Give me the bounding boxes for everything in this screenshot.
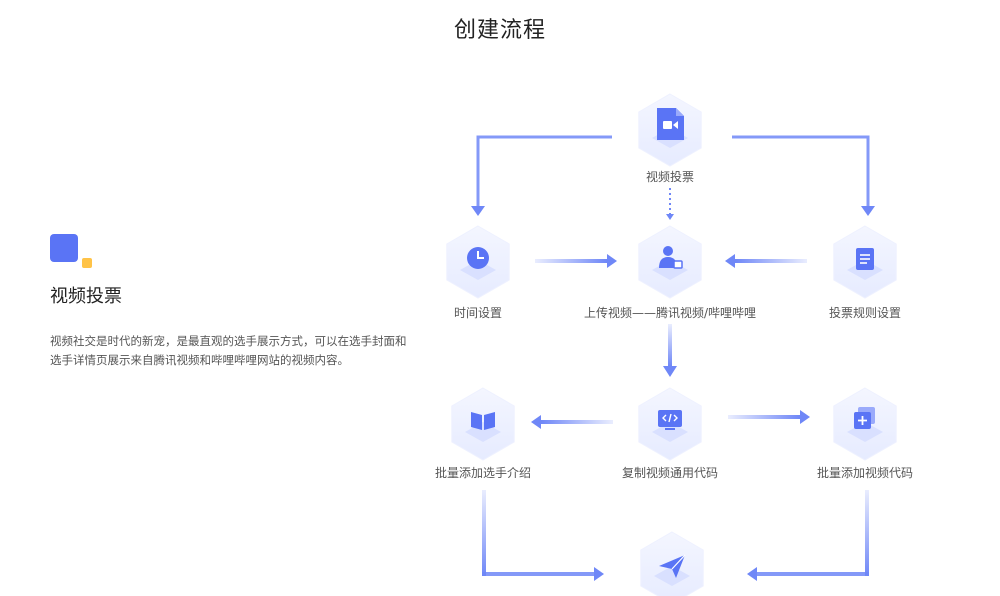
arrowhead-intro-to-publish	[594, 567, 604, 581]
node-platform	[654, 566, 690, 586]
arrowhead-vote-to-time	[471, 206, 485, 216]
node-label-batch-video-code: 批量添加视频代码	[816, 466, 914, 480]
connector-videocode-down	[865, 490, 869, 576]
intro-logo	[50, 234, 92, 268]
intro-description: 视频社交是时代的新宠，是最直观的选手展示方式，可以在选手封面和选手详情页展示来自…	[50, 334, 407, 367]
intro-heading: 视频投票	[50, 286, 122, 307]
connector-time-to-upload	[535, 259, 607, 263]
paper-plane-icon	[659, 554, 686, 578]
arrowhead-copy-to-videocode	[800, 410, 810, 424]
rules-document-icon	[856, 248, 874, 270]
flow-node-batch-video-code	[833, 387, 897, 461]
arrowhead-time-to-upload	[607, 254, 617, 268]
flow-node-vote-rules	[833, 225, 897, 299]
connector-intro-to-publish	[482, 572, 594, 576]
arrowhead-vote-to-rules	[861, 206, 875, 216]
node-label-copy-code: 复制视频通用代码	[621, 466, 719, 480]
node-label-time-settings: 时间设置	[453, 306, 503, 320]
node-label-vote-rules: 投票规则设置	[828, 306, 902, 320]
flow-node-batch-intro	[451, 387, 515, 461]
flow-node-time-settings	[446, 225, 510, 299]
connector-videocode-to-publish	[757, 572, 869, 576]
page-title: 创建流程	[453, 18, 546, 43]
arrowhead-rules-to-upload	[725, 254, 735, 268]
user-upload-icon	[659, 246, 683, 269]
connector-upload-to-copy	[668, 324, 672, 366]
clock-icon	[467, 247, 489, 269]
connector-vote-to-time	[476, 135, 612, 206]
arrowhead-upload-to-copy	[663, 366, 677, 377]
connector-intro-down	[482, 490, 486, 576]
flow-node-copy-code	[638, 387, 702, 461]
node-platform	[460, 260, 496, 280]
flow-node-upload-video	[638, 225, 702, 299]
node-label-batch-intro: 批量添加选手介绍	[434, 466, 532, 480]
flow-connectors	[471, 135, 875, 581]
node-label-video-vote: 视频投票	[645, 170, 695, 184]
video-file-icon	[657, 108, 684, 140]
arrowhead-videocode-to-publish	[747, 567, 757, 581]
node-label-upload-video: 上传视频——腾讯视频/哔哩哔哩	[583, 306, 757, 320]
add-square-icon	[854, 407, 875, 429]
connector-copy-to-videocode	[728, 415, 800, 419]
flow-node-video-vote	[638, 93, 702, 167]
book-icon	[471, 412, 495, 430]
connector-rules-to-upload	[735, 259, 807, 263]
connector-copy-to-intro	[541, 420, 613, 424]
arrowhead-copy-to-intro	[531, 415, 541, 429]
intro-logo-square	[50, 234, 78, 262]
flow-node-publish	[640, 531, 704, 596]
flow-nodes	[446, 93, 897, 596]
intro-logo-accent-square	[82, 258, 92, 268]
arrowhead-vote-to-upload	[666, 214, 674, 220]
code-monitor-icon	[658, 410, 682, 430]
connector-vote-to-rules	[732, 135, 870, 206]
